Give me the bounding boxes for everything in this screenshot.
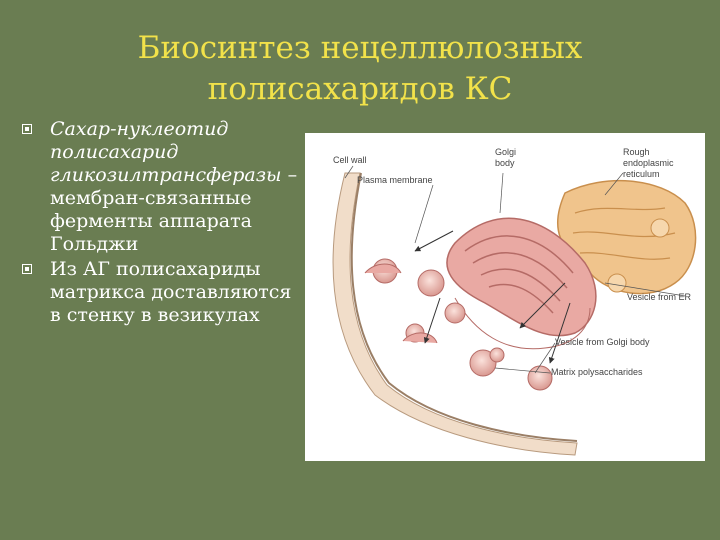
- slide-title: Биосинтез нецеллюлозных полисахаридов КС: [137, 30, 583, 107]
- label-cell-wall: Cell wall: [333, 155, 367, 165]
- bullet-text: – мембран-связанные ферменты аппарата Го…: [50, 164, 298, 255]
- bullet-list: Сахар-нуклеотид полисахарид гликозилтран…: [22, 118, 304, 327]
- plasma-membrane: [350, 172, 578, 442]
- bullet-text: Из АГ полисахариды матрикса доставляются…: [50, 258, 292, 326]
- label-golgi-line1: Golgi: [495, 147, 516, 157]
- label-vesicle-er: Vesicle from ER: [627, 292, 692, 302]
- label-rer-line2: endoplasmic: [623, 158, 674, 168]
- label-golgi-line2: body: [495, 158, 515, 168]
- label-rer-line1: Rough: [623, 147, 650, 157]
- bullet-square-icon: [22, 124, 32, 134]
- label-matrix: Matrix polysaccharides: [551, 367, 643, 377]
- label-rer-line3: reticulum: [623, 169, 660, 179]
- vesicle: [372, 258, 553, 391]
- golgi-diagram-svg: Cell wall Plasma membrane Golgi body Rou…: [332, 147, 697, 456]
- bullet-italic-text: Сахар-нуклеотид полисахарид гликозилтран…: [50, 118, 282, 186]
- bullet-item: Сахар-нуклеотид полисахарид гликозилтран…: [22, 118, 304, 256]
- golgi-diagram: Cell wall Plasma membrane Golgi body Rou…: [305, 133, 705, 461]
- bullet-square-icon: [22, 264, 32, 274]
- cell-wall: [332, 172, 578, 456]
- label-vesicle-golgi: Vesicle from Golgi body: [555, 337, 650, 347]
- golgi-body: [446, 217, 597, 337]
- bullet-item: Из АГ полисахариды матрикса доставляются…: [22, 258, 304, 327]
- label-plasma-membrane: Plasma membrane: [357, 175, 433, 185]
